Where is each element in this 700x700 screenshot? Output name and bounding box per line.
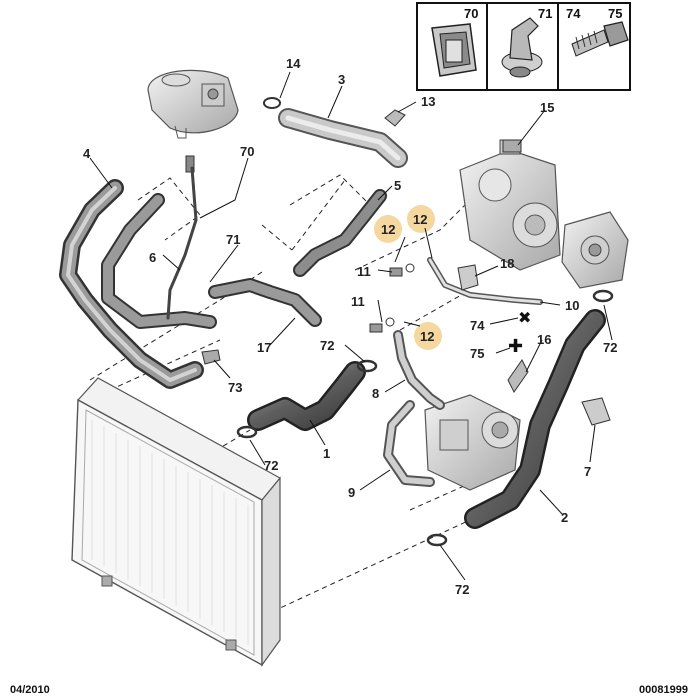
part-label-13: 13 bbox=[421, 94, 435, 109]
hoses bbox=[59, 108, 606, 529]
part-label-5: 5 bbox=[394, 178, 401, 193]
inset-label-70: 70 bbox=[464, 6, 478, 21]
highlight-12-lower bbox=[414, 322, 442, 350]
part-label-4: 4 bbox=[83, 146, 91, 161]
plus-75-icon: ✚ bbox=[508, 336, 523, 357]
part-label-15: 15 bbox=[540, 100, 554, 115]
part-label-7: 7 bbox=[584, 464, 591, 479]
leader-lines bbox=[89, 71, 613, 581]
highlight-markers bbox=[374, 205, 442, 350]
inset-box: 70 71 74 75 bbox=[416, 2, 631, 91]
part-label-9: 9 bbox=[348, 485, 355, 500]
bolt-74-75-icon bbox=[571, 21, 629, 57]
part-labels: 14 3 13 15 4 70 5 12 12 71 6 11 18 10 11… bbox=[83, 56, 617, 597]
connector-71-icon bbox=[501, 17, 543, 78]
part-label-12-left: 12 bbox=[381, 222, 395, 237]
part-label-74: 74 bbox=[470, 318, 485, 333]
part-label-75: 75 bbox=[470, 346, 484, 361]
part-label-17: 17 bbox=[257, 340, 271, 355]
part-label-8: 8 bbox=[372, 386, 379, 401]
part-label-70: 70 bbox=[240, 144, 254, 159]
part-label-12-right: 12 bbox=[413, 212, 427, 227]
part-label-72-top: 72 bbox=[320, 338, 334, 353]
part-label-11-upper: 11 bbox=[357, 264, 371, 279]
small-parts: ✖ ✚ bbox=[201, 97, 614, 547]
part-label-11-lower: 11 bbox=[351, 294, 365, 309]
part-label-1: 1 bbox=[323, 446, 330, 461]
bolt-11-upper-icon bbox=[389, 263, 415, 277]
footer-reference: 00081999 bbox=[639, 684, 688, 696]
part-label-12-lower: 12 bbox=[420, 329, 434, 344]
footer-date: 04/2010 bbox=[10, 684, 50, 696]
inset-label-71: 71 bbox=[538, 6, 552, 21]
inset-label-75: 75 bbox=[608, 6, 622, 21]
turbocharger bbox=[459, 139, 561, 271]
part-label-10: 10 bbox=[565, 298, 579, 313]
radiator bbox=[71, 377, 281, 667]
part-label-71: 71 bbox=[226, 232, 240, 247]
part-label-73: 73 bbox=[228, 380, 242, 395]
bolt-11-lower-icon bbox=[369, 317, 395, 333]
part-label-14: 14 bbox=[286, 56, 301, 71]
egr-cooler bbox=[424, 394, 521, 491]
highlight-12-right bbox=[407, 205, 435, 233]
part-label-3: 3 bbox=[338, 72, 345, 87]
expansion-tank bbox=[147, 69, 239, 173]
cross-74-icon: ✖ bbox=[518, 308, 531, 327]
part-label-72-right: 72 bbox=[603, 340, 617, 355]
part-label-18: 18 bbox=[500, 256, 514, 271]
highlight-12-left bbox=[374, 215, 402, 243]
inset-label-74: 74 bbox=[566, 6, 581, 21]
part-label-2: 2 bbox=[561, 510, 568, 525]
part-label-72-mid: 72 bbox=[264, 458, 278, 473]
clip-70-icon bbox=[431, 23, 477, 77]
part-label-16: 16 bbox=[537, 332, 551, 347]
water-pump-housing bbox=[561, 211, 629, 289]
part-label-6: 6 bbox=[149, 250, 156, 265]
part-label-72-bottom: 72 bbox=[455, 582, 469, 597]
